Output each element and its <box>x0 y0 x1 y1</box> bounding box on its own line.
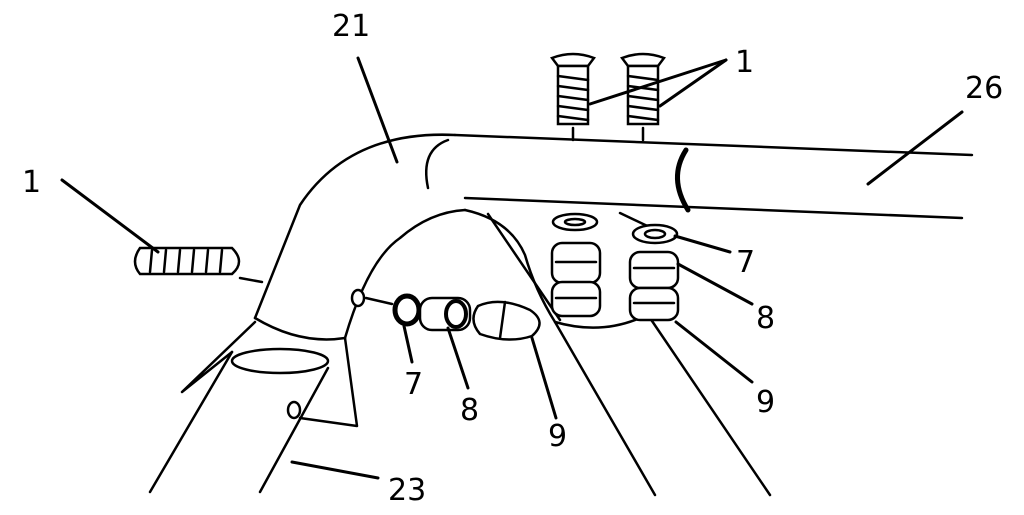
right-washer-top <box>551 212 599 232</box>
callout-1-top: 1 <box>735 45 754 80</box>
callout-1-left: 1 <box>22 165 41 200</box>
right-nut-8 <box>628 250 680 290</box>
horizontal-tube <box>453 133 974 220</box>
top-screw-right <box>620 52 666 142</box>
right-washer-7 <box>631 223 679 245</box>
callout-8-right: 8 <box>756 301 775 336</box>
callout-labels: 21 26 1 1 7 8 9 7 8 9 23 <box>22 9 1003 508</box>
support-struts <box>486 212 772 497</box>
callout-9-bottom: 9 <box>548 419 567 454</box>
leader-lines <box>60 56 964 480</box>
callout-7-bottom: 7 <box>404 367 423 402</box>
vertical-tube <box>148 320 359 494</box>
callout-7-right: 7 <box>736 245 755 280</box>
callout-9-right: 9 <box>756 385 775 420</box>
side-washer-7 <box>392 293 422 327</box>
side-nut-8 <box>418 296 472 332</box>
left-nut-stack <box>550 241 602 318</box>
callout-21: 21 <box>332 9 370 44</box>
left-screw <box>133 246 264 284</box>
top-screw-left <box>550 52 596 142</box>
side-nut-9 <box>472 300 541 341</box>
right-nut-9 <box>628 286 680 322</box>
side-screw-hole <box>350 288 394 308</box>
callout-8-bottom: 8 <box>460 393 479 428</box>
callout-26: 26 <box>965 71 1003 106</box>
screw-hole <box>286 400 302 420</box>
callout-23: 23 <box>388 473 426 508</box>
